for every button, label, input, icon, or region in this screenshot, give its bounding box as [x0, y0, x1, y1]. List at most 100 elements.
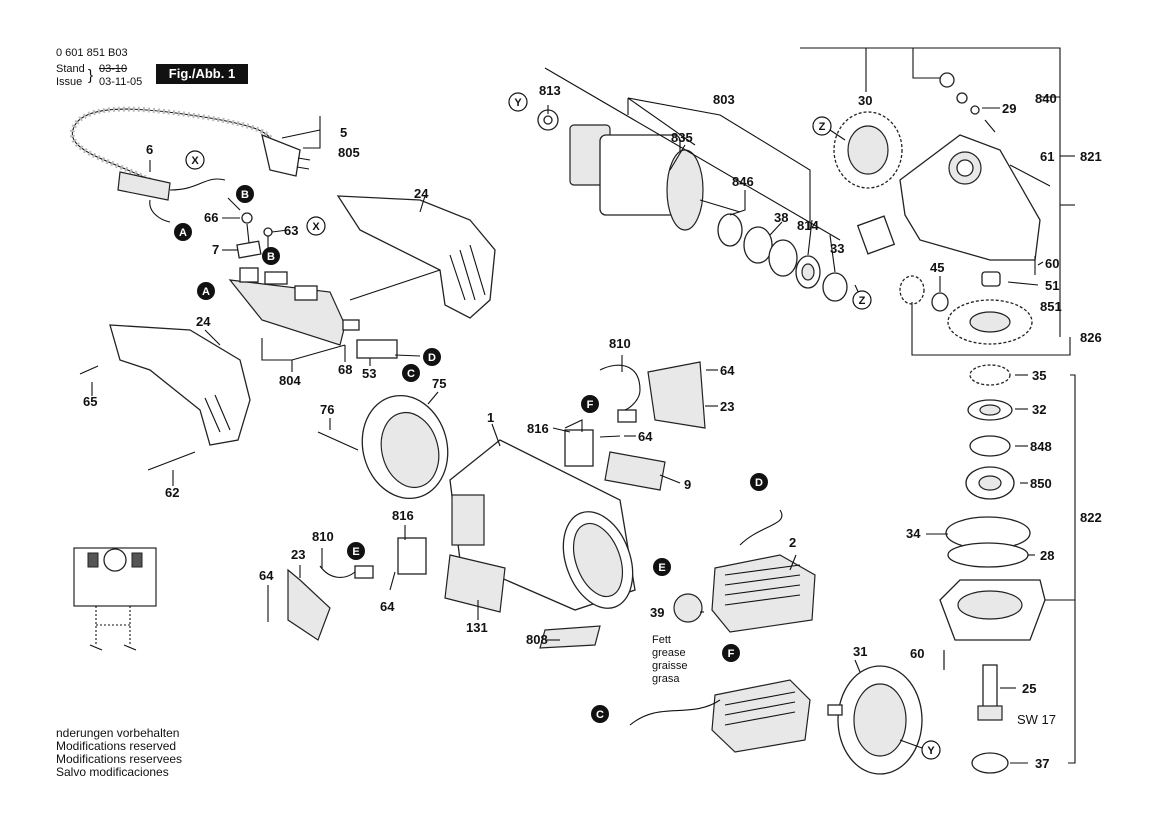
issue-date: 03-11-05 [99, 76, 143, 88]
label-9: 9 [684, 477, 691, 492]
label-68: 68 [338, 362, 352, 377]
marker-z-bearing: Z [852, 290, 872, 310]
svg-text:E: E [658, 562, 665, 574]
label-23-lower: 23 [291, 547, 305, 562]
marker-z-gear: Z [812, 116, 832, 136]
marker-d-left: D [423, 348, 441, 366]
brace-glyph: } [88, 67, 94, 84]
svg-text:D: D [428, 352, 436, 364]
bevel-gear-drawing [833, 111, 903, 255]
svg-text:X: X [312, 221, 320, 233]
label-808: 808 [526, 632, 548, 647]
label-66: 66 [204, 210, 218, 225]
grease-can-drawing [673, 593, 703, 623]
marker-c-left: C [402, 364, 420, 382]
handle-lower-drawing [79, 324, 251, 471]
grease-note-de: Fett [652, 634, 671, 646]
label-826: 826 [1080, 330, 1102, 345]
label-60-upper: 60 [1045, 256, 1059, 271]
power-cord-drawing [70, 106, 311, 223]
label-24-lower: 24 [196, 314, 211, 329]
label-62: 62 [165, 485, 179, 500]
label-822: 822 [1080, 510, 1102, 525]
connection-markers: A A B B C C D D E E F F [174, 185, 768, 723]
label-810-upper: 810 [609, 336, 631, 351]
marker-x-handle: X [306, 216, 326, 236]
wheel-guard-drawing [827, 665, 923, 775]
label-33: 33 [830, 241, 844, 256]
label-64-b: 64 [638, 429, 653, 444]
label-30: 30 [858, 93, 872, 108]
label-32: 32 [1032, 402, 1046, 417]
label-31: 31 [853, 644, 867, 659]
leader-lines [91, 47, 1076, 764]
grease-note-es: grasa [652, 673, 680, 685]
label-816-lower: 816 [392, 508, 414, 523]
end-shield-drawing [317, 394, 449, 500]
svg-text:Y: Y [927, 745, 935, 757]
marker-b-upper: B [236, 185, 254, 203]
label-814: 814 [797, 218, 819, 233]
svg-text:F: F [587, 399, 594, 411]
label-51: 51 [1045, 278, 1059, 293]
label-63: 63 [284, 223, 298, 238]
notice-fr: Modifications reservees [56, 752, 183, 766]
label-1: 1 [487, 410, 494, 425]
grease-note-fr: graisse [652, 660, 687, 672]
marker-c-right: C [591, 705, 609, 723]
label-53: 53 [362, 366, 376, 381]
label-28: 28 [1040, 548, 1054, 563]
svg-text:A: A [202, 286, 210, 298]
marker-e-right: E [653, 558, 671, 576]
wiring-schematic [73, 547, 157, 651]
label-38: 38 [774, 210, 788, 225]
label-25: 25 [1022, 681, 1036, 696]
label-39: 39 [650, 605, 664, 620]
figure-label: Fig./Abb. 1 [156, 64, 248, 84]
label-810-lower: 810 [312, 529, 334, 544]
svg-text:C: C [407, 368, 415, 380]
notice-en: Modifications reserved [56, 739, 177, 753]
label-821: 821 [1080, 149, 1102, 164]
marker-a-upper: A [174, 223, 192, 241]
label-840: 840 [1035, 91, 1057, 106]
label-2: 2 [789, 535, 796, 550]
svg-text:Z: Z [859, 295, 866, 307]
svg-text:A: A [179, 227, 187, 239]
marker-f-upper: F [581, 395, 599, 413]
notice-es: Salvo modificaciones [56, 765, 169, 779]
part-number-labels: 5 805 6 66 63 7 24 24 68 53 804 65 76 75… [83, 83, 1102, 771]
label-804: 804 [279, 373, 301, 388]
marker-a-lower: A [197, 282, 215, 300]
label-835: 835 [671, 130, 693, 145]
switch-assembly-drawing [228, 212, 398, 359]
svg-text:Z: Z [819, 121, 826, 133]
grease-note-en: grease [652, 647, 686, 659]
label-64-c: 64 [259, 568, 274, 583]
handle-upper-drawing [336, 195, 496, 319]
label-848: 848 [1030, 439, 1052, 454]
svg-text:D: D [755, 477, 763, 489]
marker-y-armature: Y [508, 92, 528, 112]
stand-date: 03-10 [99, 63, 128, 75]
label-805: 805 [338, 145, 360, 160]
label-131: 131 [466, 620, 488, 635]
wrench-size-label: SW 17 [1017, 712, 1056, 727]
label-64-a: 64 [720, 363, 735, 378]
marker-y-guard: Y [921, 740, 941, 760]
document-number: 0 601 851 B03 [56, 47, 128, 59]
label-5: 5 [340, 125, 347, 140]
label-850: 850 [1030, 476, 1052, 491]
gear-housing-drawing [899, 72, 1051, 275]
label-37: 37 [1035, 756, 1049, 771]
notice-de: nderungen vorbehalten [56, 726, 180, 740]
brush-holder-drawing [287, 361, 706, 649]
label-76: 76 [320, 402, 334, 417]
svg-text:Y: Y [514, 97, 522, 109]
label-846: 846 [732, 174, 754, 189]
label-61: 61 [1040, 149, 1054, 164]
drive-gear-drawing [899, 271, 1033, 345]
marker-f-lower: F [722, 644, 740, 662]
